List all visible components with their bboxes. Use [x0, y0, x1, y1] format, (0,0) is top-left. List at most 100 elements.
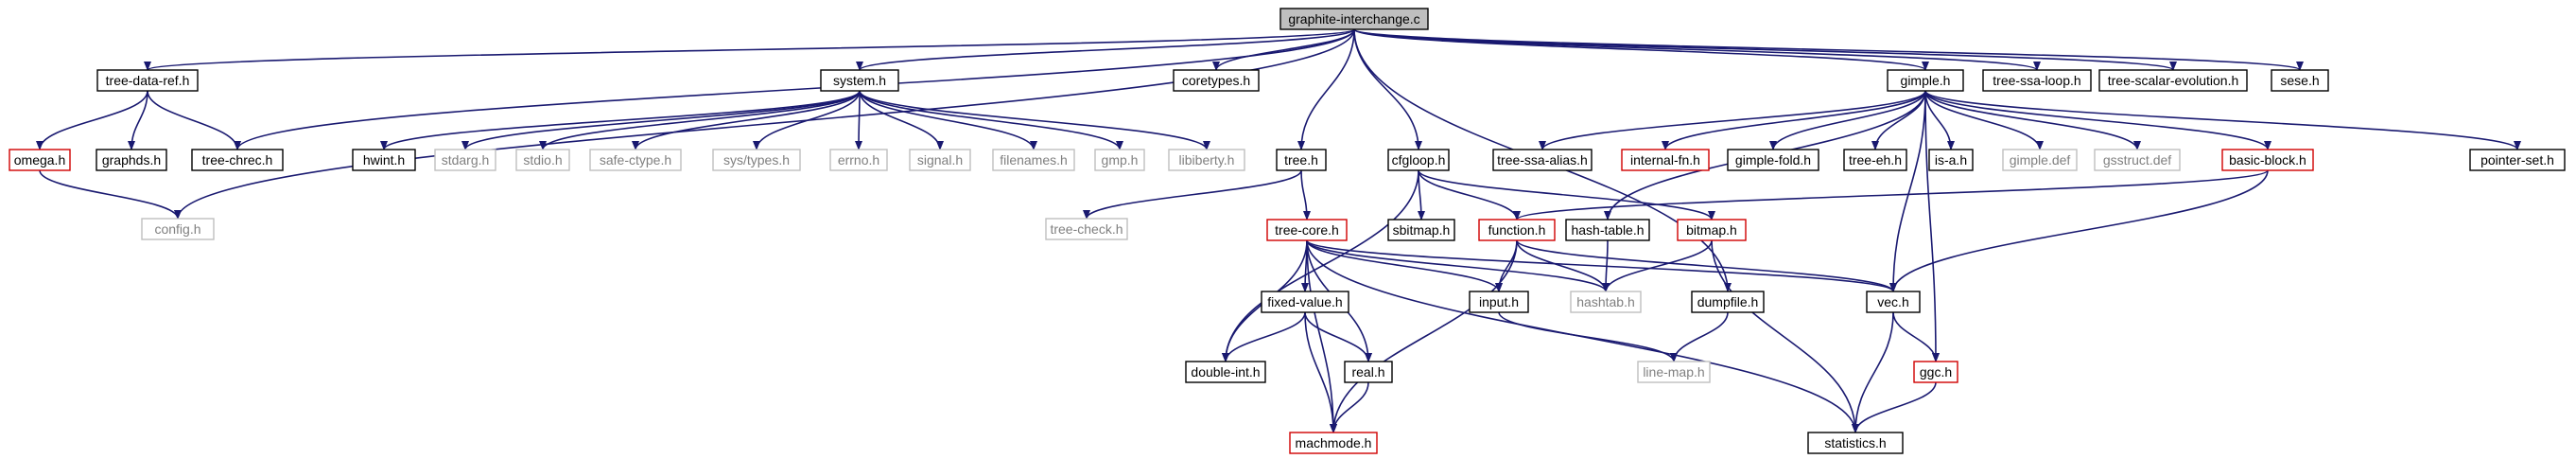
node-box — [96, 149, 167, 171]
node-box — [2098, 69, 2248, 92]
node-label: vec.h — [1877, 294, 1908, 309]
node-box — [96, 69, 199, 92]
node-ggc[interactable]: ggc.h — [1913, 361, 1958, 383]
node-tsl[interactable]: tree-ssa-loop.h — [1982, 69, 2092, 92]
node-hashtab: hashtab.h — [1570, 291, 1642, 313]
node-treeeh[interactable]: tree-eh.h — [1843, 149, 1907, 171]
node-label: omega.h — [14, 152, 65, 168]
node-box — [1982, 69, 2092, 92]
edge-treecore-to-input — [1306, 239, 1503, 292]
node-box — [1266, 219, 1348, 241]
node-label: cfgloop.h — [1392, 152, 1446, 168]
edge-hashtable-to-hashtab — [1602, 239, 1610, 292]
node-stdio: stdio.h — [515, 149, 570, 171]
node-bitmap[interactable]: bitmap.h — [1677, 219, 1747, 241]
edge-bitmap-to-statistics — [1711, 239, 1859, 433]
node-label: basic-block.h — [2229, 152, 2306, 168]
node-label: sbitmap.h — [1393, 222, 1451, 238]
node-box — [1094, 149, 1145, 171]
edge-fixedvalue-to-real — [1304, 311, 1372, 362]
node-label: tree-ssa-loop.h — [1993, 73, 2080, 88]
node-tdr[interactable]: tree-data-ref.h — [96, 69, 199, 92]
edge-system-to-stdio — [539, 90, 861, 150]
node-systypes: sys/types.h — [712, 149, 801, 171]
edge-root-to-coretypes — [1212, 28, 1355, 71]
node-libiberty: libiberty.h — [1168, 149, 1245, 171]
node-box — [1276, 149, 1327, 171]
node-box — [2094, 149, 2181, 171]
edge-treecore-to-machmode — [1306, 239, 1337, 433]
node-label: tree.h — [1284, 152, 1318, 168]
node-box — [1807, 432, 1904, 454]
node-box — [909, 149, 971, 171]
edge-gimple-to-tssaalias — [1539, 90, 1926, 150]
node-sese[interactable]: sese.h — [2271, 69, 2329, 92]
node-box — [1928, 149, 1974, 171]
node-tssaalias[interactable]: tree-ssa-alias.h — [1492, 149, 1593, 171]
node-box — [1045, 218, 1128, 240]
node-dumpfile[interactable]: dumpfile.h — [1691, 291, 1765, 313]
node-internalfn[interactable]: internal-fn.h — [1621, 149, 1710, 171]
node-gsstruct: gsstruct.def — [2094, 149, 2181, 171]
node-tse[interactable]: tree-scalar-evolution.h — [2098, 69, 2248, 92]
node-box — [589, 149, 682, 171]
node-pointerset[interactable]: pointer-set.h — [2469, 149, 2566, 171]
node-input[interactable]: input.h — [1469, 291, 1529, 313]
node-label: tree-chrec.h — [202, 152, 273, 168]
node-gimple[interactable]: gimple.h — [1887, 69, 1964, 92]
node-box — [1565, 219, 1650, 241]
node-real[interactable]: real.h — [1344, 361, 1393, 383]
node-label: tree-check.h — [1050, 221, 1123, 237]
edge-gimple-to-bb — [1924, 90, 2271, 150]
node-box — [1261, 291, 1349, 313]
node-system[interactable]: system.h — [820, 69, 899, 92]
node-tree[interactable]: tree.h — [1276, 149, 1327, 171]
node-bb[interactable]: basic-block.h — [2221, 149, 2314, 171]
node-box — [2002, 149, 2078, 171]
node-root: graphite-interchange.c — [1279, 8, 1429, 30]
node-vec[interactable]: vec.h — [1866, 291, 1921, 313]
edge-cfgloop-to-function — [1418, 169, 1521, 221]
node-treecore[interactable]: tree-core.h — [1266, 219, 1348, 241]
node-chrec[interactable]: tree-chrec.h — [191, 149, 284, 171]
node-label: libiberty.h — [1179, 152, 1235, 168]
node-label: hwint.h — [363, 152, 405, 168]
node-machmode[interactable]: machmode.h — [1289, 432, 1378, 454]
node-label: tree-data-ref.h — [106, 73, 190, 88]
node-omega[interactable]: omega.h — [9, 149, 71, 171]
node-fixedvalue[interactable]: fixed-value.h — [1261, 291, 1349, 313]
node-coretypes[interactable]: coretypes.h — [1173, 69, 1260, 92]
node-label: config.h — [154, 221, 200, 237]
node-box — [191, 149, 284, 171]
edge-dumpfile-to-linemap — [1670, 311, 1729, 362]
node-box — [352, 149, 416, 171]
node-doubleint[interactable]: double-int.h — [1185, 361, 1266, 383]
edge-cfgloop-to-bitmap — [1418, 169, 1715, 221]
node-gimplefold[interactable]: gimple-fold.h — [1727, 149, 1819, 171]
node-signal: signal.h — [909, 149, 971, 171]
node-box — [1387, 219, 1455, 241]
node-box — [2221, 149, 2314, 171]
node-label: gimple.def — [2010, 152, 2071, 168]
node-label: sys/types.h — [723, 152, 790, 168]
node-function[interactable]: function.h — [1478, 219, 1556, 241]
node-box — [1843, 149, 1907, 171]
node-statistics[interactable]: statistics.h — [1807, 432, 1904, 454]
edge-gimple-to-gsstruct — [1924, 90, 2141, 150]
node-sbitmap[interactable]: sbitmap.h — [1387, 219, 1455, 241]
edge-function-to-vec — [1516, 239, 1897, 292]
node-label: function.h — [1488, 222, 1546, 238]
edge-tree-to-treecore — [1300, 169, 1311, 221]
edge-root-to-system — [856, 28, 1355, 71]
node-safectype: safe-ctype.h — [589, 149, 682, 171]
edge-cfgloop-to-doubleint — [1222, 169, 1419, 362]
node-cfgloop[interactable]: cfgloop.h — [1387, 149, 1450, 171]
node-box — [1492, 149, 1593, 171]
node-label: double-int.h — [1191, 364, 1260, 380]
node-label: tree-scalar-evolution.h — [2108, 73, 2239, 88]
node-hashtable[interactable]: hash-table.h — [1565, 219, 1650, 241]
edge-root-to-chrec — [234, 28, 1355, 150]
node-graphds[interactable]: graphds.h — [96, 149, 167, 171]
node-isa[interactable]: is-a.h — [1928, 149, 1974, 171]
node-hwint[interactable]: hwint.h — [352, 149, 416, 171]
